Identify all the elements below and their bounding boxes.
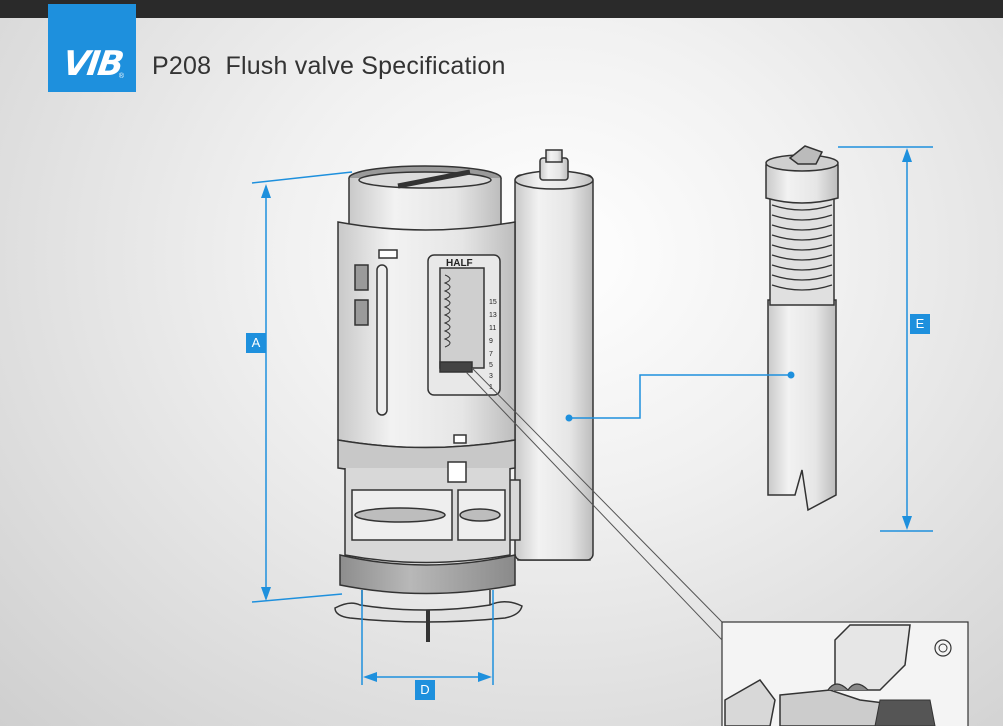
arrowhead: [902, 516, 912, 530]
overflow-tube: [504, 149, 594, 561]
callout-link: [569, 374, 791, 419]
arrowhead: [261, 184, 271, 198]
scale-mark: 5: [489, 362, 493, 369]
half-marking: HALF: [446, 258, 473, 269]
dimension-a: [251, 171, 353, 603]
valve-body: [334, 165, 523, 642]
brand-logo: VIB ®: [48, 4, 136, 92]
page-title: P208 Flush valve Specification: [152, 52, 506, 80]
arrowhead: [902, 148, 912, 162]
zoom-leader-lines: [465, 367, 723, 641]
callout-dot: [565, 414, 573, 422]
overflow-pipe-detail: [765, 145, 839, 512]
dimension-d: [361, 590, 494, 685]
scale-mark: 15: [489, 299, 497, 306]
top-bar: [0, 0, 1003, 18]
dimension-label-e: E: [910, 314, 930, 334]
scale-mark: 3: [489, 373, 493, 380]
registered-mark: ®: [118, 73, 124, 80]
arrowhead: [363, 672, 377, 682]
callout-dot: [787, 371, 795, 379]
scale-mark: 11: [489, 325, 496, 332]
scale-mark: 7: [489, 351, 493, 358]
arrowhead: [478, 672, 492, 682]
dimension-label-d: D: [415, 680, 435, 700]
scale-mark: 13: [489, 312, 497, 319]
scale-mark: 9: [489, 338, 493, 345]
arrowhead: [261, 587, 271, 601]
detail-inset: [721, 621, 969, 726]
dimension-e: [838, 146, 933, 532]
dimension-label-a: A: [246, 333, 266, 353]
